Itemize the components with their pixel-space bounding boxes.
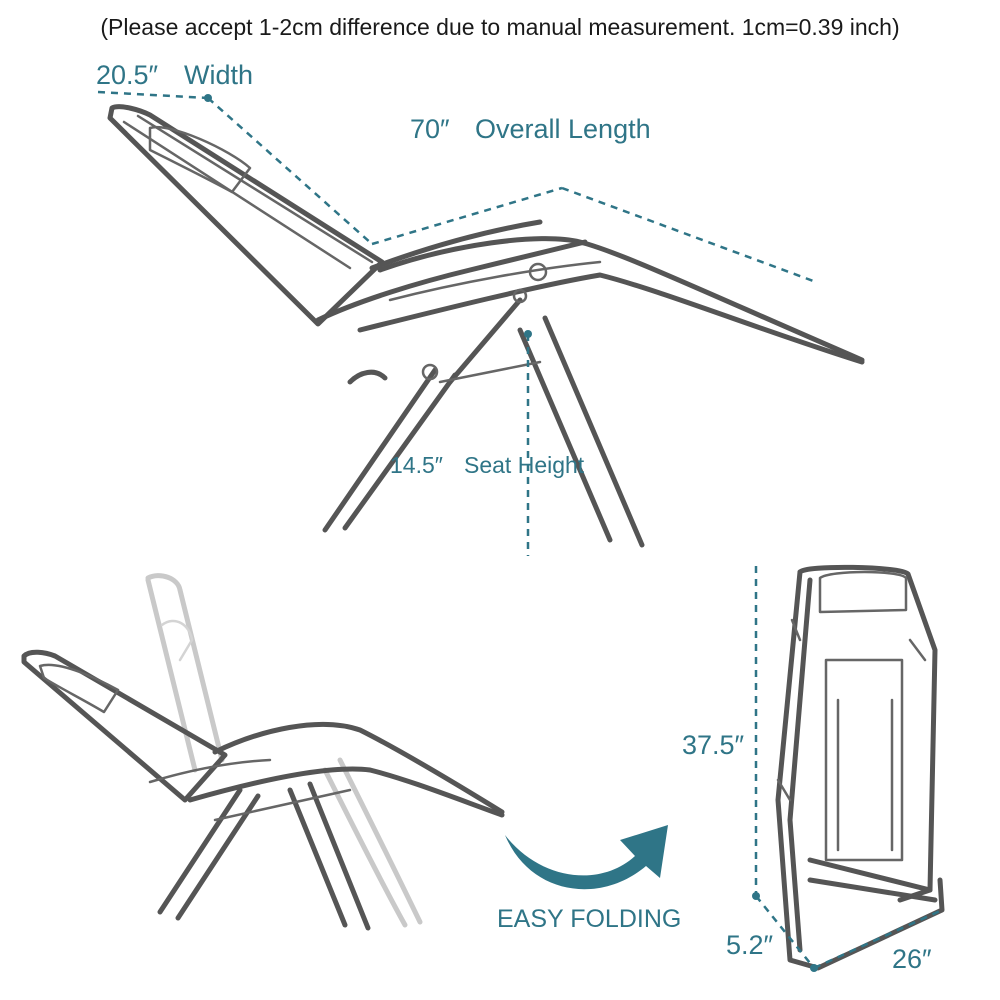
reclined-chair-drawing: [107, 104, 865, 548]
folded-chair-drawing: [775, 564, 945, 971]
folded-dimension-lines: [752, 566, 943, 972]
width-label: Width: [184, 60, 254, 90]
seat-height-value: 14.5″: [390, 452, 443, 478]
folded-height-value: 37.5″: [682, 730, 745, 760]
length-value: 70″: [410, 114, 450, 144]
width-value: 20.5″: [96, 60, 159, 90]
easy-folding-label: EASY FOLDING: [497, 905, 682, 933]
dimension-lines: [97, 90, 817, 556]
folded-depth-value: 5.2″: [726, 930, 774, 960]
measurement-note: (Please accept 1-2cm difference due to m…: [100, 14, 900, 40]
curved-arrow-icon: [505, 825, 668, 890]
folded-width-value: 26″: [892, 944, 932, 974]
folding-chair-drawing: [21, 573, 505, 931]
seat-height-label: Seat Height: [464, 452, 585, 478]
length-label: Overall Length: [475, 114, 651, 144]
